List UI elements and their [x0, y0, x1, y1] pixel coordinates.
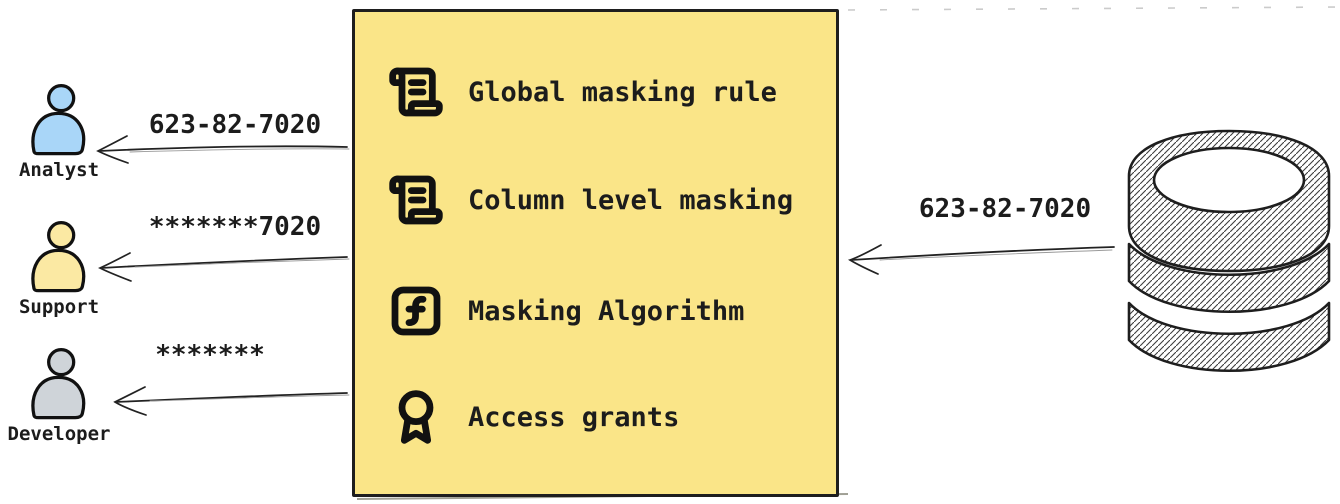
panel-item-label: Access grants	[468, 401, 680, 433]
arrow-to-support	[98, 252, 350, 282]
arrow-to-developer	[113, 386, 350, 416]
persona-support-label: Support	[18, 296, 100, 318]
analyst-person-icon	[31, 84, 86, 156]
persona-analyst: Analyst	[3, 84, 115, 181]
persona-analyst-label: Analyst	[18, 159, 100, 181]
developer-person-icon	[31, 348, 86, 420]
scroll-text-icon	[389, 175, 443, 225]
panel-item-access-grants: Access grants	[388, 388, 679, 446]
persona-developer: Developer	[3, 348, 115, 445]
analyst-received-value: 623-82-7020	[148, 110, 322, 140]
panel-item-column-level-masking: Column level masking	[388, 171, 793, 229]
award-icon	[398, 390, 434, 444]
function-square-icon	[391, 286, 441, 336]
arrow-to-panel	[847, 244, 1115, 275]
developer-received-value: *******	[155, 340, 265, 370]
panel-item-label: Column level masking	[468, 184, 794, 216]
panel-item-global-masking-rule: Global masking rule	[388, 63, 777, 121]
support-received-value: *******7020	[148, 212, 322, 242]
persona-support: Support	[3, 221, 115, 318]
arrow-to-analyst	[96, 135, 350, 164]
database-icon	[1127, 129, 1331, 373]
panel-item-label: Global masking rule	[468, 76, 777, 108]
panel-item-label: Masking Algorithm	[468, 295, 745, 327]
database-sent-value: 623-82-7020	[918, 194, 1092, 224]
persona-developer-label: Developer	[7, 423, 111, 445]
masking-panel: Global masking rule Column level masking…	[352, 9, 839, 497]
support-person-icon	[31, 221, 86, 293]
sketch-dashed-line	[847, 6, 1340, 11]
panel-item-masking-algorithm: Masking Algorithm	[388, 282, 744, 340]
scroll-text-icon	[389, 67, 443, 117]
